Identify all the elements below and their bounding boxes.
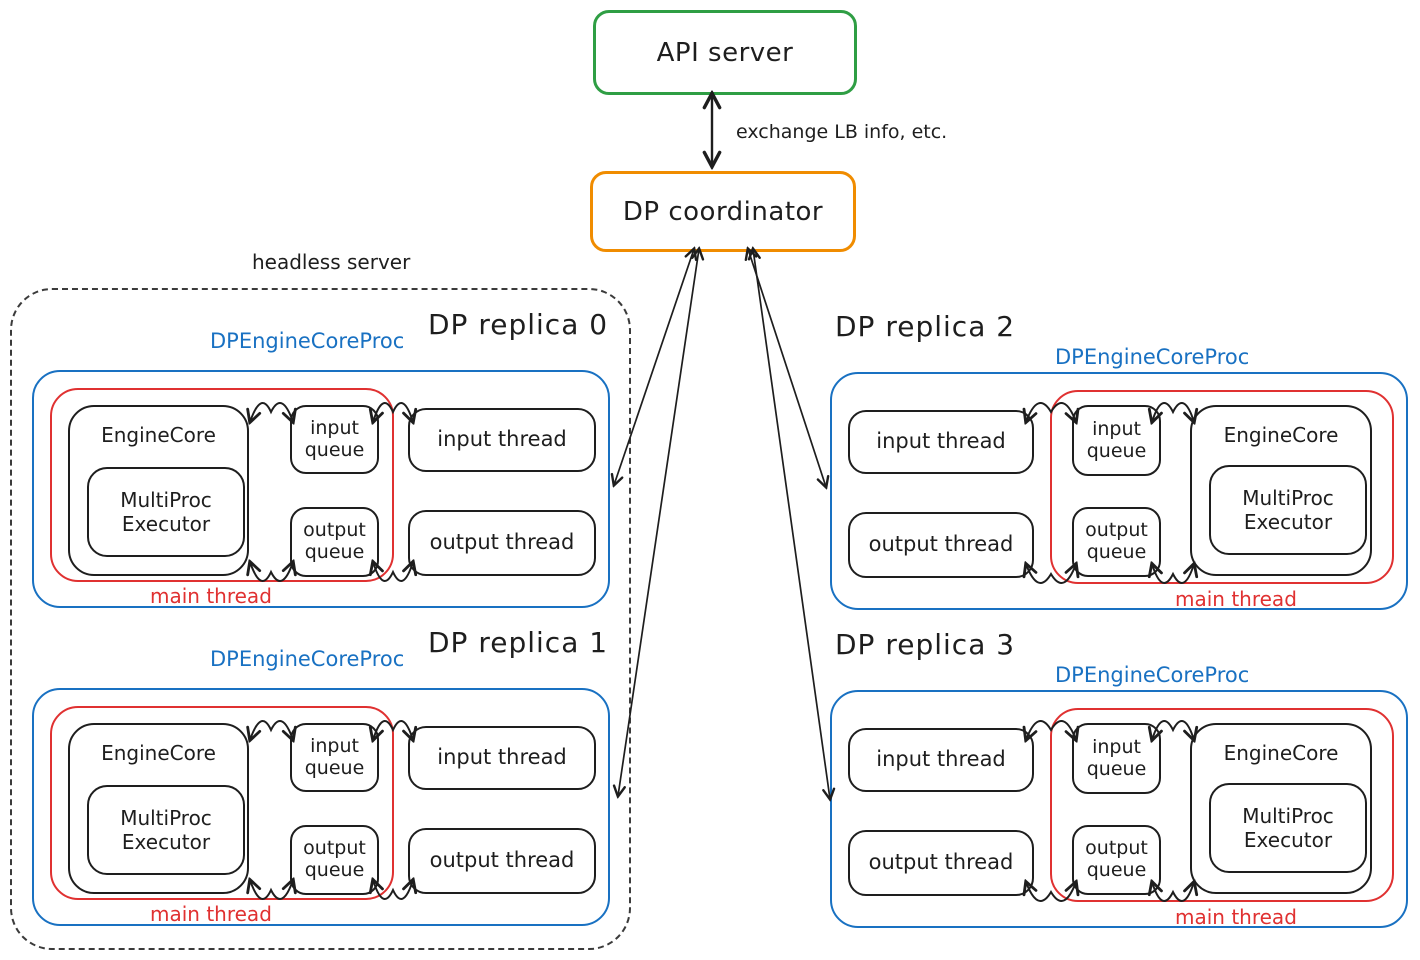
output-thread-box: output thread <box>408 828 596 894</box>
engine-core-box: EngineCore MultiProc Executor <box>68 723 249 894</box>
output-thread-box: output thread <box>848 830 1034 896</box>
dp-engine-core-proc-label: DPEngineCoreProc <box>210 329 405 353</box>
main-thread-boundary <box>1050 708 1394 902</box>
engine-core-label: EngineCore <box>101 423 216 447</box>
output-queue-box: output queue <box>1072 507 1161 577</box>
api-server-label: API server <box>656 37 794 68</box>
main-thread-boundary <box>50 706 394 900</box>
input-thread-box: input thread <box>408 726 596 790</box>
coordinator-replica3-arrow <box>753 249 830 799</box>
output-thread-box: output thread <box>408 510 596 576</box>
input-thread-box: input thread <box>848 728 1034 792</box>
api-server-box: API server <box>593 10 857 95</box>
dp-replica-3-group: DP replica 3 DPEngineCoreProc EngineCore… <box>830 628 1408 929</box>
dp-replica-1-group: DP replica 1 DPEngineCoreProc EngineCore… <box>32 626 610 926</box>
main-thread-boundary <box>1050 390 1394 584</box>
engine-core-label: EngineCore <box>101 741 216 765</box>
multiproc-executor-box: MultiProc Executor <box>1209 783 1367 873</box>
replica-title: DP replica 0 <box>428 308 609 341</box>
input-queue-box: input queue <box>1072 723 1161 794</box>
dp-engine-core-proc-label: DPEngineCoreProc <box>210 647 405 671</box>
engine-core-box: EngineCore MultiProc Executor <box>68 405 249 576</box>
input-queue-box: input queue <box>290 723 379 792</box>
multiproc-executor-box: MultiProc Executor <box>1209 465 1367 555</box>
input-queue-box: input queue <box>290 405 379 474</box>
output-thread-box: output thread <box>848 512 1034 578</box>
replica-title: DP replica 2 <box>835 310 1016 343</box>
dp-coordinator-label: DP coordinator <box>622 196 824 227</box>
dp-coordinator-box: DP coordinator <box>590 171 856 252</box>
dp-engine-core-proc-label: DPEngineCoreProc <box>1055 345 1250 369</box>
headless-server-label: headless server <box>252 250 411 274</box>
dp-replica-2-group: DP replica 2 DPEngineCoreProc EngineCore… <box>830 310 1408 611</box>
main-thread-boundary <box>50 388 394 582</box>
output-queue-box: output queue <box>290 507 379 577</box>
input-queue-box: input queue <box>1072 405 1161 476</box>
input-thread-box: input thread <box>408 408 596 472</box>
main-thread-label: main thread <box>150 902 272 926</box>
multiproc-executor-box: MultiProc Executor <box>87 785 245 875</box>
replica-title: DP replica 1 <box>428 626 609 659</box>
dp-engine-core-proc-label: DPEngineCoreProc <box>1055 663 1250 687</box>
multiproc-executor-box: MultiProc Executor <box>87 467 245 557</box>
engine-core-box: EngineCore MultiProc Executor <box>1190 723 1372 894</box>
coordinator-replica2-arrow <box>748 249 826 487</box>
output-queue-box: output queue <box>1072 825 1161 895</box>
dp-replica-0-group: DP replica 0 DPEngineCoreProc EngineCore… <box>32 308 610 608</box>
input-thread-box: input thread <box>848 410 1034 474</box>
main-thread-label: main thread <box>1175 587 1297 611</box>
replica-title: DP replica 3 <box>835 628 1016 661</box>
exchange-lb-info-label: exchange LB info, etc. <box>736 121 948 143</box>
output-queue-box: output queue <box>290 825 379 895</box>
engine-core-box: EngineCore MultiProc Executor <box>1190 405 1372 576</box>
main-thread-label: main thread <box>1175 905 1297 929</box>
engine-core-label: EngineCore <box>1223 741 1339 765</box>
engine-core-label: EngineCore <box>1223 423 1339 447</box>
main-thread-label: main thread <box>150 584 272 608</box>
